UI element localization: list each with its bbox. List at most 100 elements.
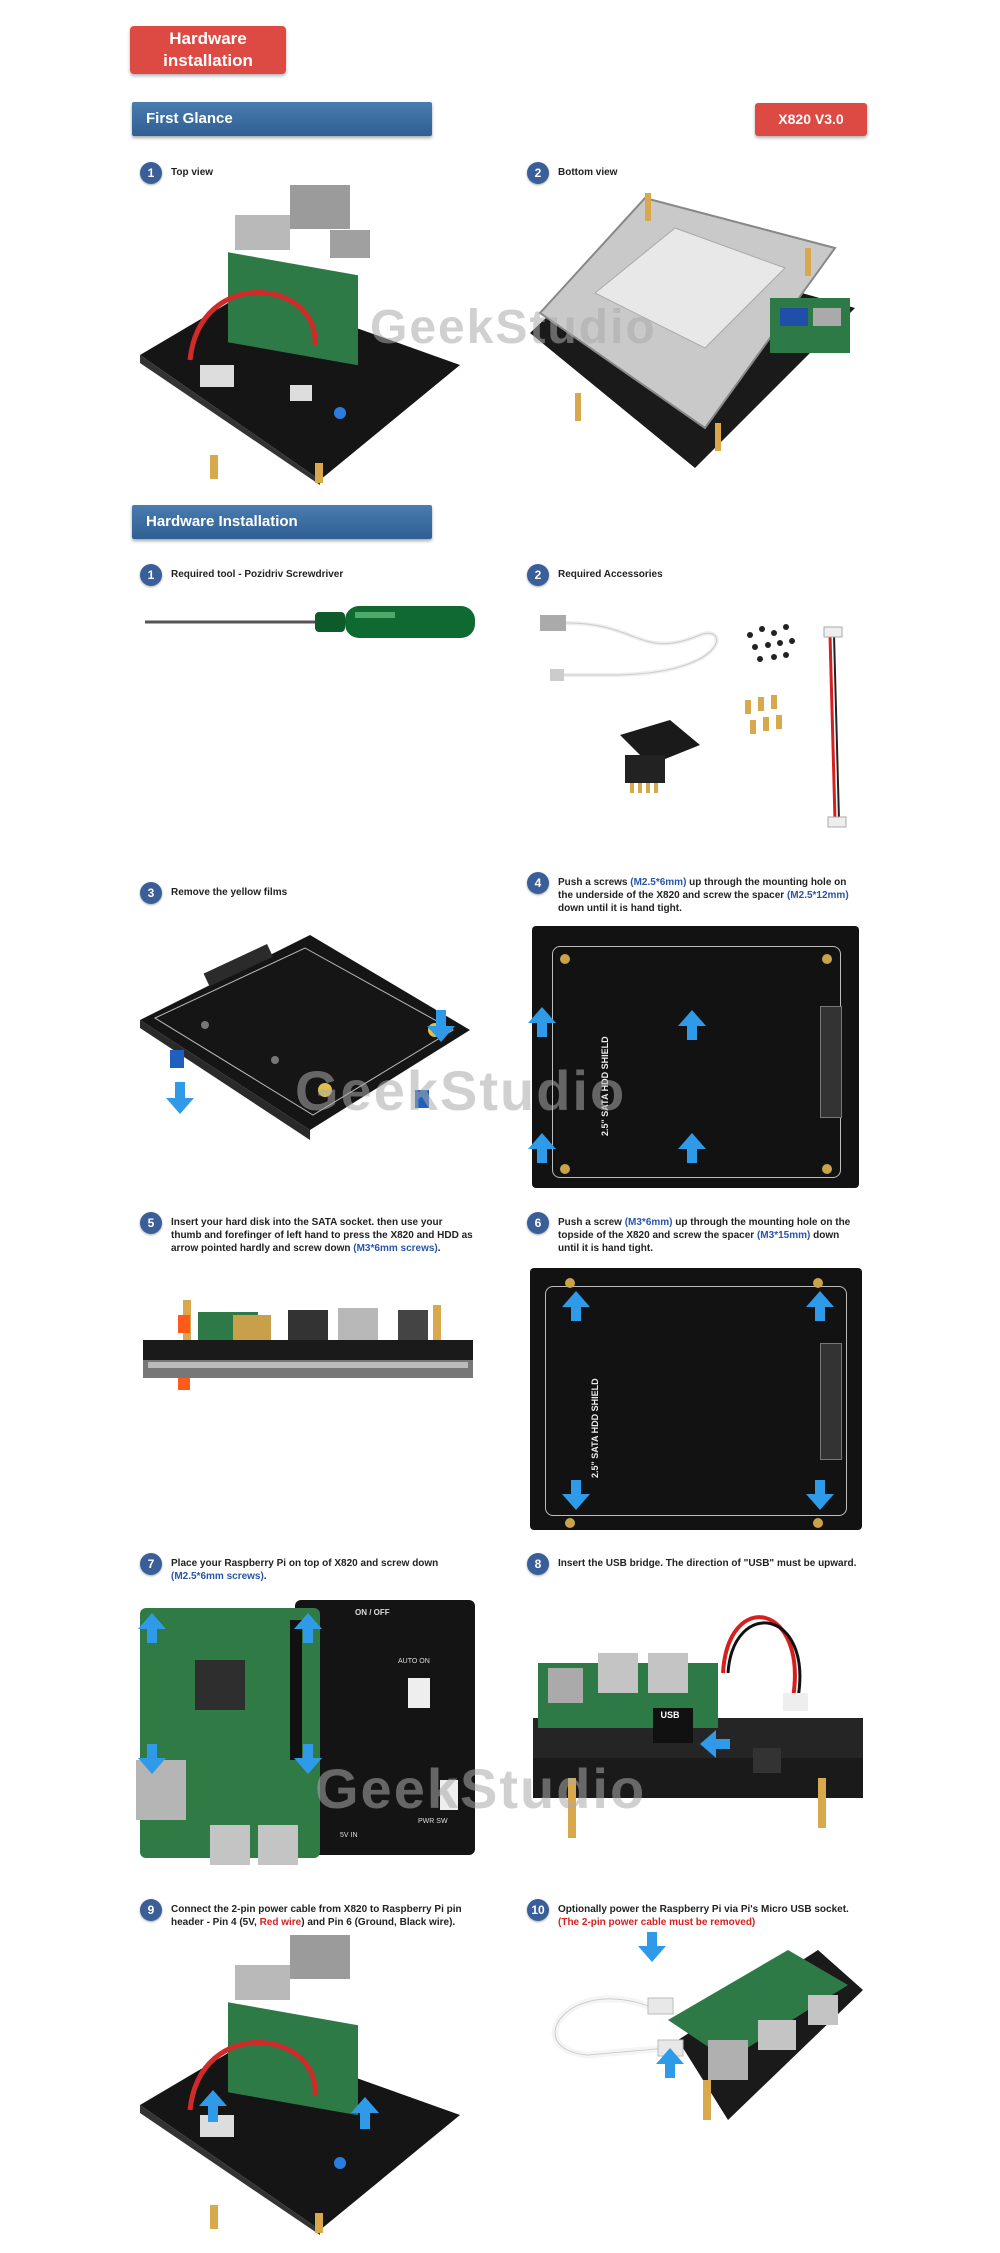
remove-films-photo (140, 935, 470, 1140)
step-number: 1 (140, 564, 162, 586)
section-title: Hardware Installation (146, 513, 298, 530)
step-10: 10 Optionally power the Raspberry Pi via… (527, 1899, 872, 1929)
on-off-label: ON / OFF (355, 1608, 390, 1617)
text-part: . (437, 1243, 441, 1254)
red-wire-text: Red wire (259, 1917, 302, 1928)
arrow-stem (436, 1010, 446, 1026)
text-part: Push a screw (558, 1217, 625, 1228)
step-1: 1 Required tool - Pozidriv Screwdriver (140, 564, 470, 586)
step-number: 6 (527, 1212, 549, 1234)
raspberry-pi-placement-photo: ON / OFF AUTO ON PWR SW 5V IN (136, 1600, 475, 1865)
step-6: 6 Push a screw (M3*6mm) up through the m… (527, 1212, 862, 1255)
text-part: Optionally power the Raspberry Pi via Pi… (558, 1904, 849, 1915)
usb-port (258, 1825, 298, 1865)
text-part: Connect the 2-pin power cable from X820 … (171, 1904, 462, 1928)
text-part: up through the mounting hole on the unde… (558, 877, 847, 901)
page-title: Hardware installation (130, 26, 286, 74)
connector (440, 1780, 458, 1810)
screw-spec: (M2.5*6mm) (630, 877, 687, 888)
black-wire-text: Black wire (399, 1917, 450, 1928)
step-9: 9 Connect the 2-pin power cable from X82… (140, 1899, 480, 1929)
arrow-up-icon (678, 1010, 706, 1026)
sata-connector (820, 1343, 842, 1460)
arrow-stem (815, 1307, 825, 1321)
step-number: 4 (527, 872, 549, 894)
arrow-up-icon (138, 1613, 166, 1629)
arrow-stem (303, 1629, 313, 1643)
section-header-first-glance: First Glance (132, 102, 432, 136)
arrow-up-icon (562, 1291, 590, 1307)
arrow-stem (208, 2106, 218, 2122)
step-text: Place your Raspberry Pi on top of X820 a… (171, 1557, 475, 1583)
board-topside-photo: 2.5" SATA HDD SHIELD (530, 1268, 862, 1530)
arrow-up-icon (351, 2097, 379, 2113)
arrow-stem (687, 1026, 697, 1040)
arrow-down-icon (138, 1758, 166, 1774)
arrow-up-icon (294, 1613, 322, 1629)
step-text: Insert the USB bridge. The direction of … (558, 1558, 857, 1569)
step-text: Push a screws (M2.5*6mm) up through the … (558, 876, 862, 915)
screw-spec: (M2.5*6mm screws) (171, 1571, 264, 1582)
arrow-left-icon (700, 1730, 716, 1758)
arrow-stem (716, 1739, 730, 1749)
text-part: down until it is hand tight. (558, 903, 682, 914)
arrow-stem (815, 1480, 825, 1494)
text-part: down until it is hand tight. (558, 1230, 840, 1254)
step-number: 7 (140, 1553, 162, 1575)
screw-spec: (M3*6mm screws) (353, 1243, 438, 1254)
arrow-down-icon (806, 1494, 834, 1510)
step-text: Connect the 2-pin power cable from X820 … (171, 1903, 480, 1929)
arrow-stem (665, 2064, 675, 2078)
arrow-stem (360, 2113, 370, 2129)
spacer-spec: (M2.5*12mm) (786, 890, 849, 901)
version-text: X820 V3.0 (778, 111, 844, 127)
arrow-up-icon (678, 1133, 706, 1149)
mounting-hole (560, 954, 570, 964)
step-3: 3 Remove the yellow films (140, 882, 470, 904)
mounting-hole (565, 1278, 575, 1288)
text-part: . (263, 1571, 267, 1582)
step-number: 9 (140, 1899, 162, 1921)
top-view-photo (140, 185, 460, 485)
step-text: Top view (171, 167, 214, 178)
gpio-header (290, 1620, 302, 1760)
arrow-stem (687, 1149, 697, 1163)
x820-board (295, 1600, 475, 1855)
step-number: 3 (140, 882, 162, 904)
step-text: Required tool - Pozidriv Screwdriver (171, 569, 344, 580)
arrow-down-icon (427, 1026, 455, 1042)
5v-in-label: 5V IN (340, 1832, 358, 1839)
mounting-hole (560, 1164, 570, 1174)
section-header-hardware-installation: Hardware Installation (132, 505, 432, 539)
power-cable-photo (140, 1935, 460, 2235)
version-badge: X820 V3.0 (755, 103, 867, 136)
arrow-down-icon (294, 1758, 322, 1774)
step-text: Remove the yellow films (171, 887, 288, 898)
arrow-down-icon (562, 1494, 590, 1510)
text-part: ) and Pin 6 (Ground, (301, 1917, 400, 1928)
step-number: 8 (527, 1553, 549, 1575)
step-number: 1 (140, 162, 162, 184)
step-8: 8 Insert the USB bridge. The direction o… (527, 1553, 862, 1575)
arrow-stem (147, 1744, 157, 1758)
hdd-insert-side-photo (143, 1300, 473, 1390)
step-top-view: 1 Top view (140, 162, 440, 184)
accessories-photo (540, 615, 847, 828)
page-title-text: Hardware installation (163, 29, 253, 70)
bottom-view-photo (530, 193, 855, 468)
screw-spec: (M3*6mm) (624, 1217, 673, 1228)
shield-label: 2.5" SATA HDD SHIELD (600, 1036, 610, 1136)
step-number: 2 (527, 162, 549, 184)
step-number: 10 (527, 1899, 549, 1921)
arrow-stem (571, 1480, 581, 1494)
arrow-up-icon (528, 1007, 556, 1023)
arrow-stem (571, 1307, 581, 1321)
shield-label: 2.5" SATA HDD SHIELD (590, 1378, 600, 1478)
micro-usb-power-photo (551, 1950, 863, 2120)
step-bottom-view: 2 Bottom view (527, 162, 827, 184)
mounting-hole (822, 954, 832, 964)
arrow-up-icon (806, 1291, 834, 1307)
mounting-hole (565, 1518, 575, 1528)
step-text: Push a screw (M3*6mm) up through the mou… (558, 1216, 862, 1255)
sata-connector (820, 1006, 842, 1118)
